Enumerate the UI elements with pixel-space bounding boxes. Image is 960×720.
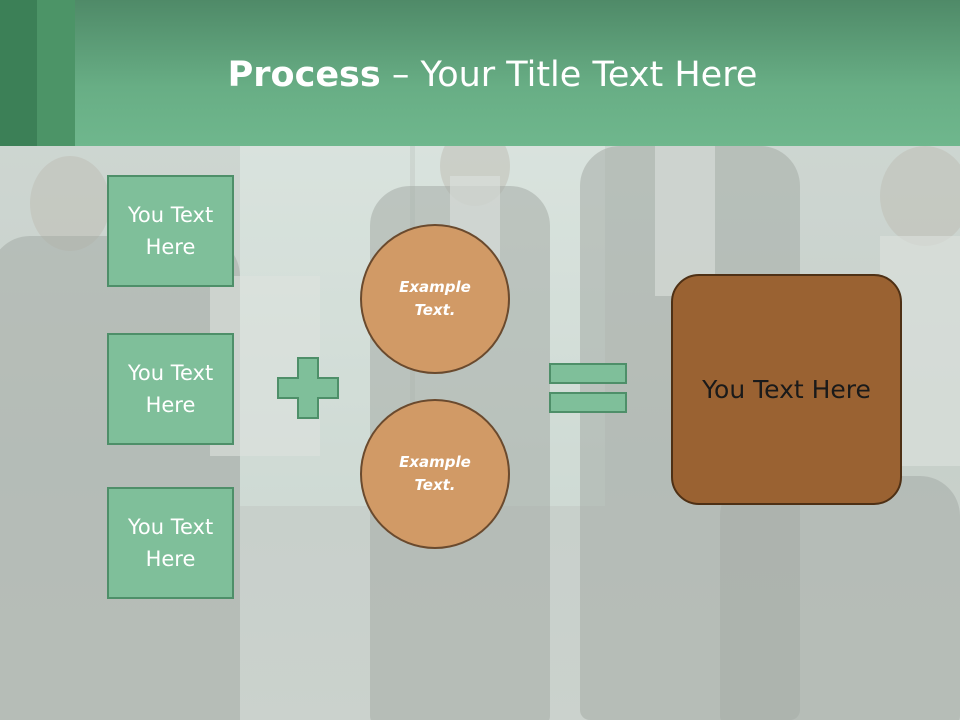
shirt xyxy=(655,146,715,296)
input-box-1: You Text Here xyxy=(107,175,234,287)
input-box-label: You Text Here xyxy=(127,515,214,571)
result-label: You Text Here xyxy=(702,375,871,404)
equals-icon xyxy=(549,363,627,384)
equals-icon xyxy=(549,392,627,413)
person-head xyxy=(880,146,960,246)
accent-strip xyxy=(0,0,37,146)
person-silhouette xyxy=(720,476,960,720)
input-box-3: You Text Here xyxy=(107,487,234,599)
result-box: You Text Here xyxy=(671,274,902,505)
circle-label: Example Text. xyxy=(399,453,471,494)
example-circle-2: Example Text. xyxy=(360,399,510,549)
title-rest: – Your Title Text Here xyxy=(380,55,758,95)
person-silhouette xyxy=(0,236,240,720)
circle-label: Example Text. xyxy=(399,278,471,319)
person-head xyxy=(30,156,110,251)
input-box-2: You Text Here xyxy=(107,333,234,445)
slide-title: Process – Your Title Text Here xyxy=(0,52,960,98)
accent-strip xyxy=(37,0,75,146)
example-circle-1: Example Text. xyxy=(360,224,510,374)
plus-icon xyxy=(277,357,339,419)
input-box-label: You Text Here xyxy=(127,361,214,417)
header-band: Process – Your Title Text Here xyxy=(0,0,960,146)
title-strong: Process xyxy=(227,55,381,95)
input-box-label: You Text Here xyxy=(127,203,214,259)
